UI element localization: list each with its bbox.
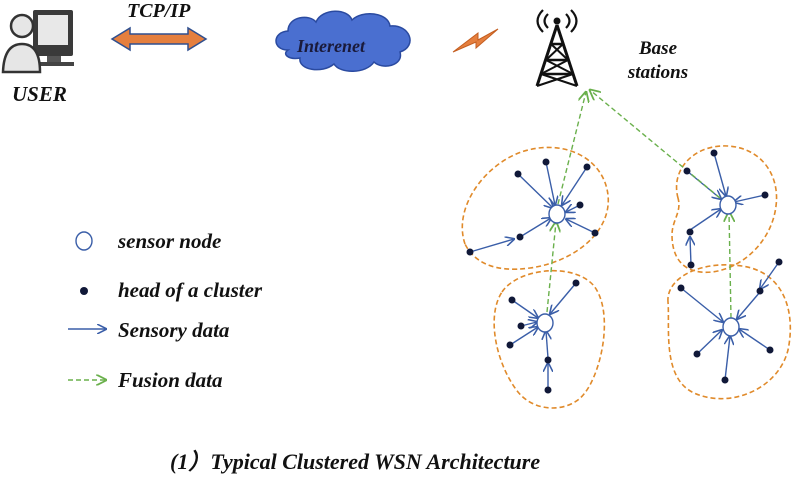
node-dot <box>583 163 591 171</box>
node-dot <box>756 287 764 295</box>
node-dot <box>506 341 514 349</box>
node-dot <box>677 284 685 292</box>
tcp-ip-link-arrow-icon <box>110 26 208 52</box>
member-node-dots <box>466 149 783 394</box>
node-dot <box>517 322 525 330</box>
node-dot <box>516 233 524 241</box>
cluster-head-nodes <box>536 195 740 337</box>
node-dot <box>775 258 783 266</box>
base-stations-label: Base stations <box>623 37 693 85</box>
legend-label-cluster-head: head of a cluster <box>118 278 263 302</box>
wireless-lightning-icon <box>452 28 499 53</box>
node-dot <box>576 201 584 209</box>
node-dot <box>572 279 580 287</box>
node-dot <box>508 296 516 304</box>
cluster-boundary-top-right <box>671 145 778 273</box>
node-dot <box>683 167 691 175</box>
cluster-boundary-bottom-right <box>667 264 792 400</box>
node-dot <box>542 158 550 166</box>
base-station-tower-icon <box>535 9 579 87</box>
tcp-ip-label: TCP/IP <box>127 0 191 22</box>
legend-label-sensor-node: sensor node <box>118 229 222 253</box>
node-dot <box>514 170 522 178</box>
sensor-node-icon <box>75 231 93 251</box>
figure-caption: (1）Typical Clustered WSN Architecture <box>170 449 541 474</box>
sensor-node <box>536 313 554 333</box>
internet-label: Interenet <box>297 36 366 56</box>
sensor-node <box>719 195 737 215</box>
internet-cloud-icon <box>275 10 411 72</box>
node-dot <box>710 149 718 157</box>
node-dot <box>721 376 729 384</box>
legend-icons <box>68 231 106 380</box>
node-dot <box>761 191 769 199</box>
cluster-boundaries <box>461 145 792 409</box>
fusion-data-arrows <box>546 90 731 319</box>
node-dot <box>693 350 701 358</box>
node-dot <box>466 248 474 256</box>
node-dot <box>544 356 552 364</box>
node-dot <box>544 386 552 394</box>
node-dot <box>766 346 774 354</box>
base-stations-label-line1: Base <box>639 38 677 59</box>
node-dot <box>687 261 695 269</box>
sensor-node <box>548 204 566 224</box>
sensor-node <box>722 317 740 337</box>
base-stations-label-line2: stations <box>627 62 689 83</box>
legend-label-sensory-data: Sensory data <box>118 318 230 342</box>
sensory-data-arrows <box>469 152 780 390</box>
node-dot <box>686 228 694 236</box>
user-computer-icon <box>1 10 74 74</box>
user-label: USER <box>12 82 67 106</box>
node-dot <box>591 229 599 237</box>
cluster-boundary-bottom-left <box>493 269 606 409</box>
cluster-boundary-top-left <box>461 146 609 270</box>
legend-label-fusion-data: Fusion data <box>118 368 223 392</box>
cluster-head-dot-icon <box>80 287 88 295</box>
